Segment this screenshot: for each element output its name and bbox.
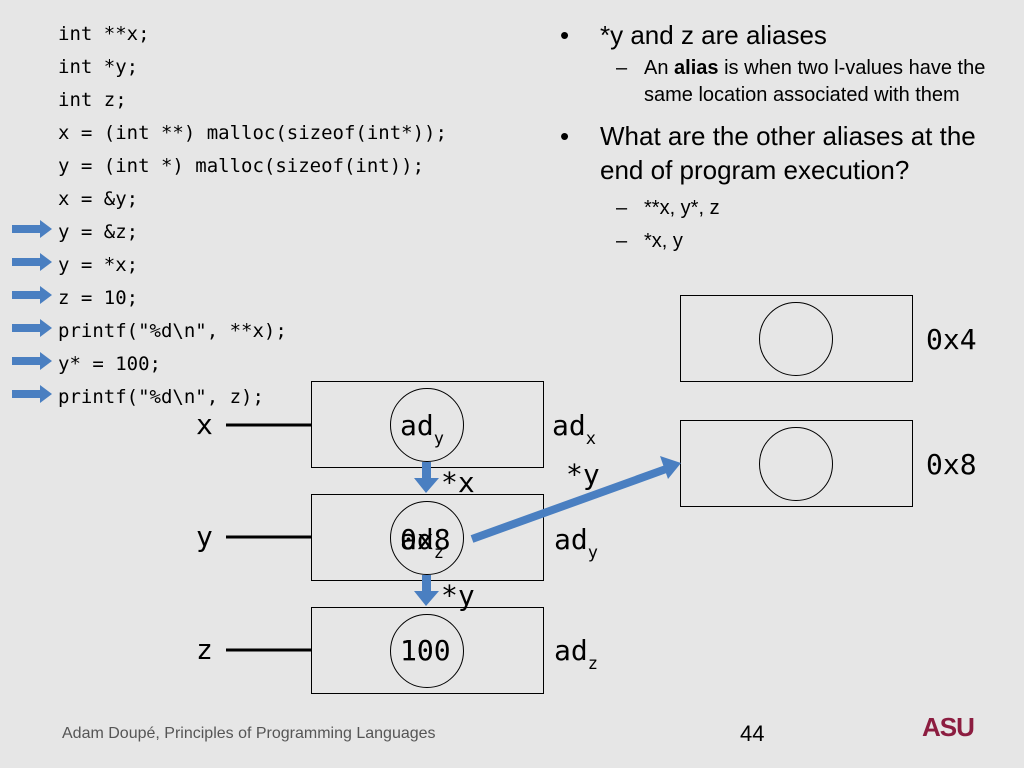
- code-line-12: printf("%d\n", z);: [58, 386, 264, 408]
- bullet-list: • *y and z are aliases – An alias is whe…: [560, 18, 1010, 255]
- code-listing: int **x; int *y; int z; x = (int **) mal…: [58, 18, 447, 414]
- sub-bullet-answer-2: – *x, y: [560, 228, 1010, 255]
- cell-value-y-overwritten: adz: [400, 523, 444, 563]
- memory-box-z: [311, 607, 544, 694]
- bullet-dot: •: [560, 20, 570, 50]
- deref-label-star-y-top: *y: [566, 458, 600, 491]
- line-arrow-icon: [12, 253, 52, 271]
- code-line-9: z = 10;: [58, 287, 139, 309]
- variable-name-y: y: [196, 520, 213, 553]
- code-line-6: x = &y;: [58, 188, 139, 210]
- memory-cell-circle: [390, 614, 464, 688]
- code-line-2: int *y;: [58, 56, 139, 78]
- bullet-dash: –: [616, 57, 628, 79]
- bullet-question: • What are the other aliases at the end …: [560, 121, 976, 185]
- line-arrow-icon: [12, 352, 52, 370]
- heap-address-0x4: 0x4: [926, 323, 977, 356]
- heap-address-0x8: 0x8: [926, 448, 977, 481]
- memory-cell-circle: [390, 388, 464, 462]
- cell-value-z-overwritten: 10: [400, 634, 434, 667]
- heap-cell-circle: [759, 427, 833, 501]
- code-line-3: int z;: [58, 89, 127, 111]
- line-arrow-icon: [12, 220, 52, 238]
- variable-name-z: z: [196, 633, 213, 666]
- address-label-y: ady: [554, 523, 598, 563]
- deref-label-star-x: *x: [441, 466, 475, 499]
- alias-term: alias: [674, 57, 719, 79]
- cell-value-y-current: 0x8: [400, 523, 451, 556]
- footer-credit: Adam Doupé, Principles of Programming La…: [62, 725, 436, 742]
- line-arrow-icon: [12, 286, 52, 304]
- heap-box-0x4: [680, 295, 913, 382]
- line-arrow-icon: [12, 319, 52, 337]
- bullet-dash: –: [616, 230, 628, 252]
- bullet-dash: –: [616, 197, 628, 219]
- code-line-7: y = &z;: [58, 221, 139, 243]
- code-line-10: printf("%d\n", **x);: [58, 320, 287, 342]
- page-number: 44: [740, 721, 765, 746]
- code-line-4: x = (int **) malloc(sizeof(int*));: [58, 122, 447, 144]
- line-arrow-icon: [12, 385, 52, 403]
- code-line-11: y* = 100;: [58, 353, 161, 375]
- bullet-dot: •: [560, 121, 570, 151]
- asu-logo: ASU: [922, 712, 975, 742]
- heap-box-0x8: [680, 420, 913, 507]
- cell-value-x: ady: [400, 409, 444, 449]
- code-line-5: y = (int *) malloc(sizeof(int));: [58, 155, 425, 177]
- memory-cell-circle: [390, 501, 464, 575]
- sub-bullet-answer-1: – **x, y*, z: [560, 195, 1010, 222]
- address-label-x: adx: [552, 409, 596, 449]
- sub-bullet-alias-definition: – An alias is when two l-values have the…: [616, 57, 986, 106]
- code-line-1: int **x;: [58, 23, 150, 45]
- heap-cell-circle: [759, 302, 833, 376]
- memory-box-y: [311, 494, 544, 581]
- memory-box-x: [311, 381, 544, 468]
- code-line-8: y = *x;: [58, 254, 139, 276]
- bullet-aliases: • *y and z are aliases: [560, 20, 827, 50]
- address-label-z: adz: [554, 634, 598, 674]
- deref-label-star-y-bottom: *y: [441, 579, 475, 612]
- variable-name-x: x: [196, 408, 213, 441]
- cell-value-z-current: 100: [400, 634, 451, 667]
